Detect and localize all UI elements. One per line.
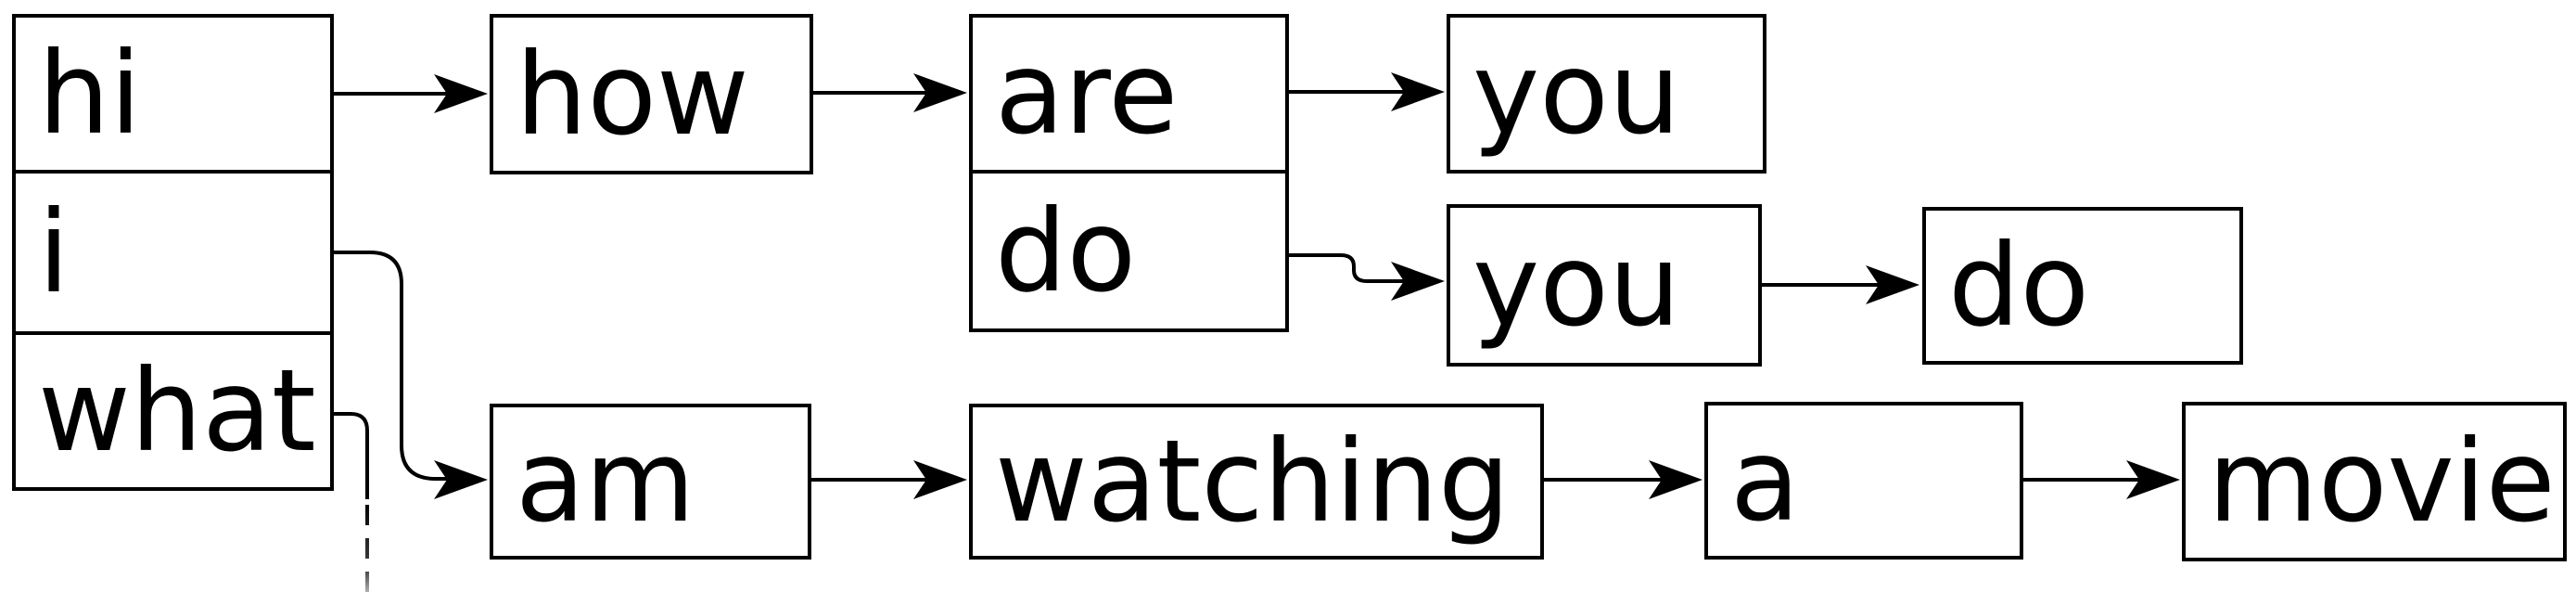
node-i: i — [16, 170, 330, 331]
node-hi: hi — [16, 18, 330, 170]
node-you-mid: you — [1447, 204, 1762, 367]
node-hi-label: hi — [38, 28, 142, 160]
node-watching-label: watching — [995, 416, 1511, 547]
node-how-label: how — [516, 28, 749, 161]
edge-you-do — [1762, 265, 1919, 304]
are-do-word-stack: are do — [969, 14, 1289, 332]
node-you-top: you — [1447, 14, 1766, 174]
edge-am-watching — [811, 460, 967, 499]
node-watching: watching — [969, 404, 1544, 560]
node-do-right-label: do — [1948, 220, 2090, 352]
node-a: a — [1704, 402, 2023, 560]
node-movie: movie — [2182, 402, 2567, 561]
node-do-right: do — [1922, 207, 2243, 365]
node-are: are — [973, 18, 1285, 170]
node-you-mid-label: you — [1473, 219, 1681, 352]
node-how: how — [490, 14, 813, 174]
edge-i-am — [334, 251, 488, 499]
node-am: am — [490, 404, 811, 560]
edge-hi-how — [334, 74, 488, 113]
node-what-label: what — [38, 345, 316, 477]
edge-are-you — [1289, 72, 1445, 111]
node-are-label: are — [995, 28, 1179, 160]
node-what: what — [16, 331, 330, 487]
node-a-label: a — [1730, 415, 1800, 547]
node-movie-label: movie — [2208, 416, 2556, 547]
edge-watching-a — [1544, 460, 1702, 499]
edge-what-truncated — [334, 412, 369, 603]
edge-do-you — [1289, 253, 1445, 301]
edge-how-are — [813, 73, 967, 112]
node-i-label: i — [38, 187, 70, 318]
start-word-stack: hi i what — [12, 14, 334, 491]
node-do-label: do — [995, 185, 1137, 317]
node-do: do — [973, 170, 1285, 328]
node-you-top-label: you — [1473, 28, 1681, 160]
edge-a-movie — [2023, 460, 2180, 499]
node-am-label: am — [516, 416, 695, 547]
